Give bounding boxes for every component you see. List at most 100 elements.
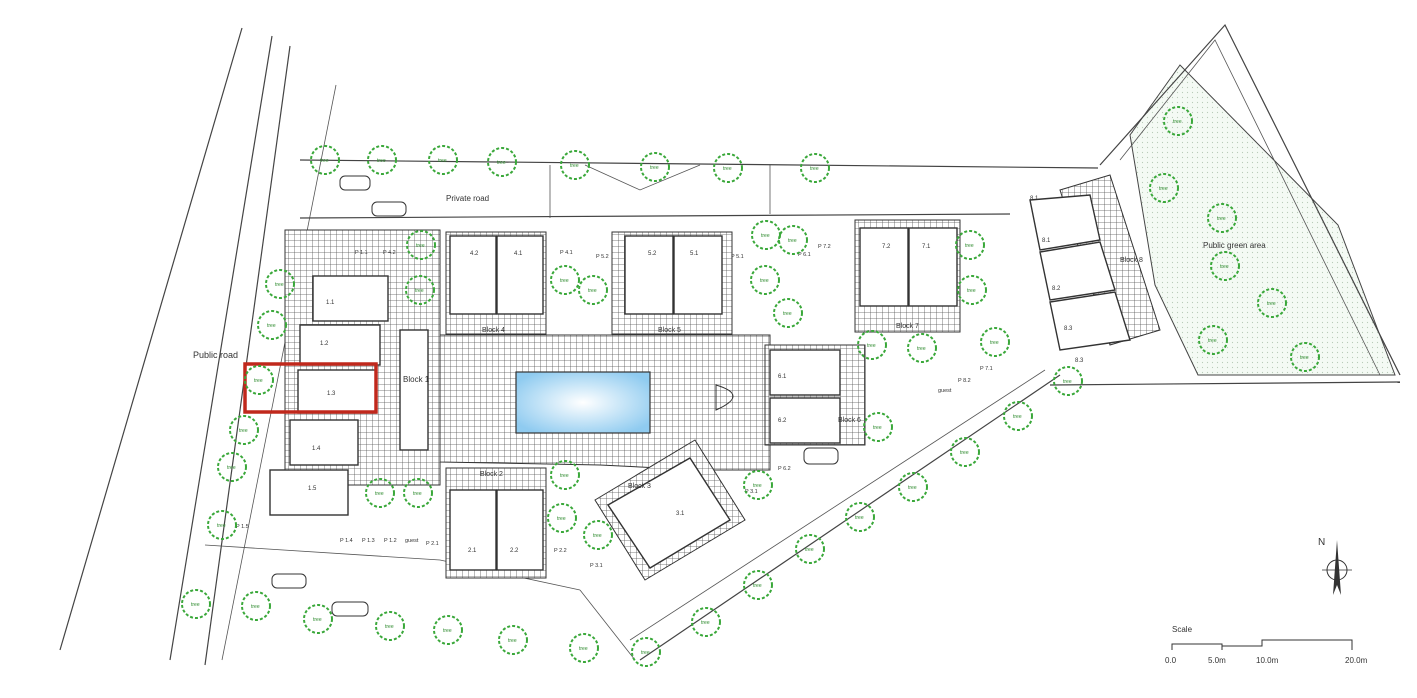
svg-text:tree: tree (701, 620, 710, 626)
svg-text:tree: tree (438, 158, 447, 164)
block5-label: Block 5 (658, 327, 681, 334)
unit-1-2a: 1.2 (320, 341, 329, 347)
svg-text:tree: tree (788, 238, 797, 244)
tree-icon: tree (244, 365, 274, 395)
north-label: N (1318, 537, 1325, 548)
svg-text:tree: tree (967, 288, 976, 294)
unit-8-1: 8.1 (1042, 238, 1051, 244)
tree-icon: tree (560, 150, 590, 180)
block-5 (611, 231, 733, 335)
svg-text:tree: tree (1159, 186, 1168, 192)
svg-text:tree: tree (810, 166, 819, 172)
parking-guest-bottom: guest (405, 538, 419, 544)
north-arrow (1322, 540, 1352, 595)
svg-text:tree: tree (191, 602, 200, 608)
svg-text:tree: tree (867, 343, 876, 349)
unit-1-4: 1.4 (312, 446, 321, 452)
tree-icon: tree (1053, 366, 1083, 396)
tree-icon: tree (365, 478, 395, 508)
highlight-box[interactable] (243, 362, 378, 414)
tree-icon: tree (207, 510, 237, 540)
svg-text:tree: tree (415, 288, 424, 294)
parking-p6-1: P 6.1 (798, 252, 811, 258)
svg-text:tree: tree (557, 516, 566, 522)
block-1 (269, 229, 441, 516)
unit-7-2: 7.2 (882, 244, 891, 250)
tree-icon: tree (403, 478, 433, 508)
tree-icon: tree (750, 265, 780, 295)
unit-1-1: 1.1 (326, 300, 335, 306)
tree-icon: tree (181, 589, 211, 619)
parking-guest-top: guest (938, 388, 952, 394)
tree-icon: tree (863, 412, 893, 442)
unit-6-1: 6.1 (778, 374, 787, 380)
scale-title: Scale (1172, 625, 1193, 634)
svg-text:tree: tree (1208, 338, 1217, 344)
svg-text:tree: tree (267, 323, 276, 329)
tree-icon: tree (778, 225, 808, 255)
svg-text:tree: tree (965, 243, 974, 249)
tree-icon: tree (1198, 325, 1228, 355)
block7-label: Block 7 (896, 323, 919, 330)
svg-text:tree: tree (1013, 414, 1022, 420)
svg-text:tree: tree (960, 450, 969, 456)
lower-road (204, 369, 1061, 661)
parking-p7-1: P 7.1 (980, 366, 993, 372)
tree-icon: tree (375, 611, 405, 641)
unit-3-1: 3.1 (676, 511, 685, 517)
tree-icon: tree (265, 269, 295, 299)
svg-text:tree: tree (508, 638, 517, 644)
block6-label: Block 6 (838, 417, 861, 424)
tree-icon: tree (691, 607, 721, 637)
unit-8-2: 8.2 (1052, 286, 1061, 292)
svg-text:tree: tree (560, 473, 569, 479)
scale-5: 5.0m (1208, 656, 1226, 665)
svg-text:tree: tree (1217, 216, 1226, 222)
svg-text:tree: tree (217, 523, 226, 529)
svg-text:tree: tree (570, 163, 579, 169)
tree-icon: tree (713, 153, 743, 183)
svg-text:tree: tree (783, 311, 792, 317)
parking-p3-1: P 3.1 (745, 489, 758, 495)
cars (271, 175, 839, 617)
tree-icon: tree (550, 265, 580, 295)
parking-p3-1b: P 3.1 (590, 563, 603, 569)
private-road (299, 159, 1099, 219)
tree-icon: tree (795, 534, 825, 564)
private-road-label: Private road (446, 194, 489, 203)
trees: tree tree tree tree tree tree tree tree tree tree… (181, 106, 1320, 667)
tree-icon: tree (857, 330, 887, 360)
block-6 (764, 344, 866, 446)
tree-icon: tree (640, 152, 670, 182)
parking-p1-2: P 1.2 (384, 538, 397, 544)
tree-icon: tree (578, 275, 608, 305)
scale-10: 10.0m (1256, 656, 1279, 665)
unit-5-2: 5.2 (648, 251, 657, 257)
svg-text:tree: tree (908, 485, 917, 491)
block2-label: Block 2 (480, 471, 503, 478)
public-green-area (1049, 23, 1401, 386)
svg-text:tree: tree (375, 491, 384, 497)
svg-text:tree: tree (560, 278, 569, 284)
lot-8-3: 8.3 (1075, 358, 1084, 364)
svg-text:tree: tree (239, 428, 248, 434)
svg-text:tree: tree (990, 340, 999, 346)
public-green-label: Public green area (1203, 241, 1266, 250)
lot-8-1: 8.1 (1030, 196, 1039, 202)
unit-4-1: 4.1 (514, 251, 523, 257)
scale-0: 0.0 (1165, 656, 1177, 665)
tree-icon: tree (367, 145, 397, 175)
tree-icon: tree (751, 220, 781, 250)
svg-text:tree: tree (855, 515, 864, 521)
svg-text:tree: tree (313, 617, 322, 623)
svg-text:tree: tree (275, 282, 284, 288)
parking-labels: P 1.1 P 4.2 P 4.1 P 5.2 P 5.1 P 7.2 P 6.… (236, 244, 993, 569)
tree-icon: tree (498, 625, 528, 655)
public-road (59, 27, 337, 666)
unit-2-2: 2.2 (510, 548, 519, 554)
parking-p4-1: P 4.1 (560, 250, 573, 256)
parking-p2-2: P 2.2 (554, 548, 567, 554)
tree-icon: tree (405, 275, 435, 305)
tree-icon: tree (433, 615, 463, 645)
block-4 (445, 231, 547, 335)
